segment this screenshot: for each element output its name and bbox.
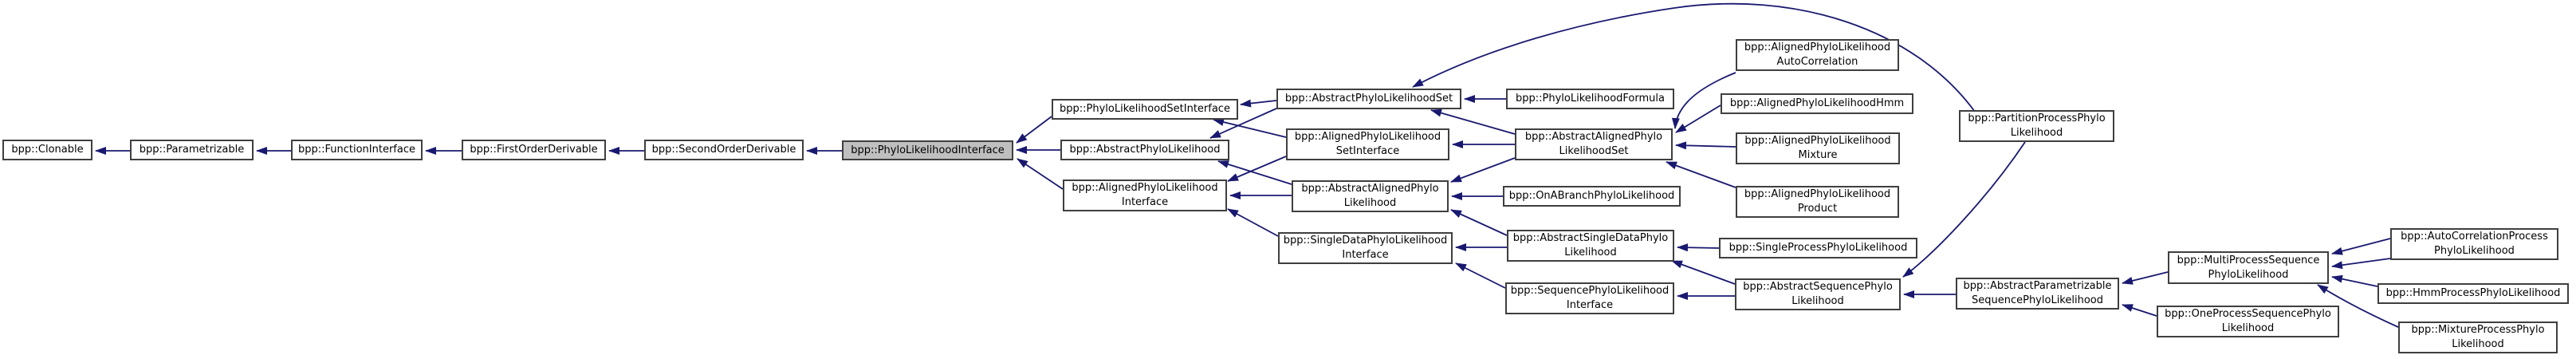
class-node-parametrizable[interactable]: bpp::Parametrizable xyxy=(130,140,254,160)
class-node-on-a-branch-phylo-likelihood[interactable]: bpp::OnABranchPhyloLikelihood xyxy=(1503,186,1681,207)
class-node-aligned-phylo-likelihood-auto-correlation[interactable]: bpp::AlignedPhyloLikelihood AutoCorrelat… xyxy=(1736,39,1899,71)
class-node-aligned-phylo-likelihood-product[interactable]: bpp::AlignedPhyloLikelihood Product xyxy=(1736,186,1899,218)
class-node-aligned-phylo-likelihood-set-interface[interactable]: bpp::AlignedPhyloLikelihood SetInterface xyxy=(1286,128,1449,160)
class-node-aligned-phylo-likelihood-interface[interactable]: bpp::AlignedPhyloLikelihood Interface xyxy=(1063,180,1227,211)
inheritance-edge-mixture-process-phylo-likelihood--multi-process-sequence-phylo-likelihood xyxy=(2317,284,2399,328)
inheritance-edge-phylo-likelihood-set-interface--phylo-likelihood-interface xyxy=(1016,116,1052,144)
inheritance-edge-abstract-single-data-phylo-likelihood--abstract-aligned-phylo-likelihood xyxy=(1450,209,1508,236)
inheritance-edge-abstract-aligned-phylo-likelihood-set--abstract-phylo-likelihood-set xyxy=(1430,108,1516,135)
inheritance-edge-single-process-phylo-likelihood--abstract-single-data-phylo-likelihood xyxy=(1677,243,1720,252)
class-node-phylo-likelihood-set-interface[interactable]: bpp::PhyloLikelihoodSetInterface xyxy=(1052,99,1238,120)
class-node-abstract-aligned-phylo-likelihood-set[interactable]: bpp::AbstractAlignedPhylo LikelihoodSet xyxy=(1515,128,1673,160)
inheritance-edge-abstract-phylo-likelihood-set--abstract-phylo-likelihood xyxy=(1209,108,1277,139)
inheritance-edge-sequence-phylo-likelihood-interface--single-data-phylo-likelihood-interface xyxy=(1455,262,1506,289)
inheritance-edge-aligned-phylo-likelihood-interface--phylo-likelihood-interface xyxy=(1017,158,1064,190)
class-node-hmm-process-phylo-likelihood[interactable]: bpp::HmmProcessPhyloLikelihood xyxy=(2377,283,2569,304)
inheritance-edge-aligned-phylo-likelihood-product--abstract-aligned-phylo-likelihood-set xyxy=(1666,161,1736,188)
inheritance-edge-partition-process-phylo-likelihood--abstract-phylo-likelihood-set xyxy=(1412,2,1976,112)
inheritance-edge-aligned-phylo-likelihood-auto-correlation--abstract-aligned-phylo-likelihood-set xyxy=(1671,72,1736,129)
inheritance-edge-aligned-phylo-likelihood-set-interface--phylo-likelihood-set-interface xyxy=(1213,118,1287,138)
class-node-abstract-parametrizable-sequence-phylo-likelihood[interactable]: bpp::AbstractParametrizable SequencePhyl… xyxy=(1956,278,2119,310)
class-node-abstract-aligned-phylo-likelihood[interactable]: bpp::AbstractAlignedPhylo Likelihood xyxy=(1292,180,1449,212)
class-node-mixture-process-phylo-likelihood[interactable]: bpp::MixtureProcessPhylo Likelihood xyxy=(2398,322,2558,353)
class-node-phylo-likelihood-formula[interactable]: bpp::PhyloLikelihoodFormula xyxy=(1506,89,1674,109)
class-node-clonable[interactable]: bpp::Clonable xyxy=(2,140,92,160)
class-node-sequence-phylo-likelihood-interface[interactable]: bpp::SequencePhyloLikelihood Interface xyxy=(1505,282,1674,314)
inheritance-edge-multi-process-sequence-phylo-likelihood--abstract-parametrizable-sequence-phylo-likelihood xyxy=(2122,271,2169,285)
inheritance-edge-auto-correlation-process-phylo-likelihood--multi-process-sequence-phylo-likelihood xyxy=(2331,258,2391,270)
inheritance-edge-partition-process-phylo-likelihood--abstract-sequence-phylo-likelihood xyxy=(1902,141,2026,278)
inheritance-edge-abstract-aligned-phylo-likelihood--abstract-phylo-likelihood xyxy=(1217,160,1292,185)
inheritance-edge-aligned-phylo-likelihood-set-interface--aligned-phylo-likelihood-interface xyxy=(1227,156,1287,182)
inheritance-edge-abstract-sequence-phylo-likelihood--abstract-single-data-phylo-likelihood xyxy=(1671,260,1736,285)
class-node-phylo-likelihood-interface: bpp::PhyloLikelihoodInterface xyxy=(842,140,1013,160)
class-node-second-order-derivable[interactable]: bpp::SecondOrderDerivable xyxy=(644,140,804,160)
inheritance-edge-auto-correlation-process-phylo-likelihood--multi-process-sequence-phylo-likelihood xyxy=(2331,238,2391,255)
inheritance-edge-one-process-sequence-phylo-likelihood--abstract-parametrizable-sequence-phylo-likelihood xyxy=(2122,304,2157,317)
class-node-single-process-phylo-likelihood[interactable]: bpp::SingleProcessPhyloLikelihood xyxy=(1719,238,1917,258)
class-node-function-interface[interactable]: bpp::FunctionInterface xyxy=(291,140,423,160)
class-node-abstract-single-data-phylo-likelihood[interactable]: bpp::AbstractSingleDataPhylo Likelihood xyxy=(1507,230,1674,262)
class-node-one-process-sequence-phylo-likelihood[interactable]: bpp::OneProcessSequencePhylo Likelihood xyxy=(2157,306,2339,337)
class-node-abstract-sequence-phylo-likelihood[interactable]: bpp::AbstractSequencePhylo Likelihood xyxy=(1735,278,1901,310)
class-node-aligned-phylo-likelihood-hmm[interactable]: bpp::AlignedPhyloLikelihoodHmm xyxy=(1721,93,1913,114)
class-node-auto-correlation-process-phylo-likelihood[interactable]: bpp::AutoCorrelationProcess PhyloLikelih… xyxy=(2390,228,2558,260)
class-node-aligned-phylo-likelihood-mixture[interactable]: bpp::AlignedPhyloLikelihood Mixture xyxy=(1736,132,1900,164)
class-node-partition-process-phylo-likelihood[interactable]: bpp::PartitionProcessPhylo Likelihood xyxy=(1959,110,2114,142)
inheritance-edge-hmm-process-phylo-likelihood--multi-process-sequence-phylo-likelihood xyxy=(2331,274,2378,287)
class-node-single-data-phylo-likelihood-interface[interactable]: bpp::SingleDataPhyloLikelihood Interface xyxy=(1278,232,1453,264)
inheritance-edge-aligned-phylo-likelihood-hmm--abstract-aligned-phylo-likelihood-set xyxy=(1675,105,1721,133)
inheritance-edge-single-data-phylo-likelihood-interface--aligned-phylo-likelihood-interface xyxy=(1227,208,1279,237)
class-node-abstract-phylo-likelihood[interactable]: bpp::AbstractPhyloLikelihood xyxy=(1060,140,1229,160)
class-node-first-order-derivable[interactable]: bpp::FirstOrderDerivable xyxy=(462,140,606,160)
inheritance-edge-abstract-aligned-phylo-likelihood-set--abstract-aligned-phylo-likelihood xyxy=(1450,157,1516,183)
inheritance-edge-aligned-phylo-likelihood-mixture--abstract-aligned-phylo-likelihood-set xyxy=(1675,141,1736,150)
inheritance-edge-abstract-phylo-likelihood-set--phylo-likelihood-set-interface xyxy=(1240,99,1277,108)
class-node-multi-process-sequence-phylo-likelihood[interactable]: bpp::MultiProcessSequence PhyloLikelihoo… xyxy=(2168,251,2329,284)
class-node-abstract-phylo-likelihood-set[interactable]: bpp::AbstractPhyloLikelihoodSet xyxy=(1276,89,1461,109)
